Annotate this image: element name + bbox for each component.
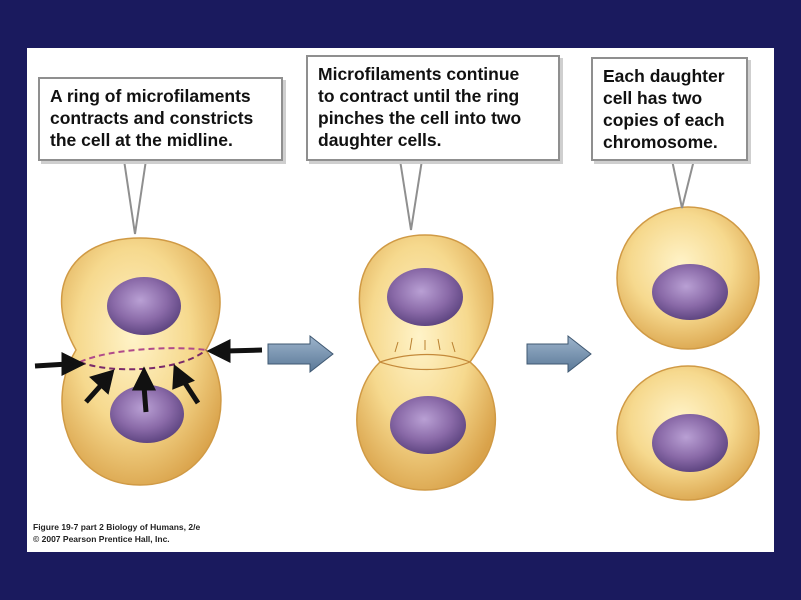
callout-step1: A ring of microfilaments contracts and c… — [38, 77, 283, 161]
nucleus — [652, 414, 728, 472]
callout-line: A ring of microfilaments — [50, 86, 251, 106]
callout-step2: Microfilaments continue to contract unti… — [306, 55, 560, 161]
figure-credit: Figure 19-7 part 2 Biology of Humans, 2/… — [33, 521, 200, 545]
constriction-arrows — [34, 338, 263, 413]
copyright: © 2007 Pearson Prentice Hall, Inc. — [33, 534, 170, 544]
callout-line: pinches the cell into two — [318, 108, 522, 128]
progress-arrow-2 — [526, 334, 592, 374]
nucleus-top — [387, 268, 463, 326]
contractile-ring — [79, 347, 207, 363]
progress-arrow-1 — [267, 334, 334, 374]
callout-pointer-1 — [122, 159, 148, 235]
callout-line: Each daughter — [603, 66, 725, 86]
stage1-cell — [34, 237, 263, 486]
callout-line: daughter cells. — [318, 130, 442, 150]
callout-pointer-2 — [398, 159, 424, 231]
nucleus-bottom — [390, 396, 466, 454]
callout-line: contracts and constricts — [50, 108, 254, 128]
callout-line: to contract until the ring — [318, 86, 520, 106]
callout-line: the cell at the midline. — [50, 130, 233, 150]
callout-line: chromosome. — [603, 132, 718, 152]
stage2-cell — [356, 234, 497, 491]
nucleus — [652, 264, 728, 320]
figure-caption: Figure 19-7 part 2 Biology of Humans, 2/… — [33, 522, 201, 532]
callout-line: copies of each — [603, 110, 725, 130]
callout-line: cell has two — [603, 88, 703, 108]
nucleus-bottom — [110, 385, 184, 443]
callout-step3: Each daughter cell has two copies of eac… — [591, 57, 748, 161]
callout-pointer-3 — [670, 159, 696, 209]
nucleus-top — [107, 277, 181, 335]
daughter-cell-top — [616, 206, 760, 350]
callout-line: Microfilaments continue — [318, 64, 520, 84]
daughter-cell-bottom — [616, 365, 760, 501]
